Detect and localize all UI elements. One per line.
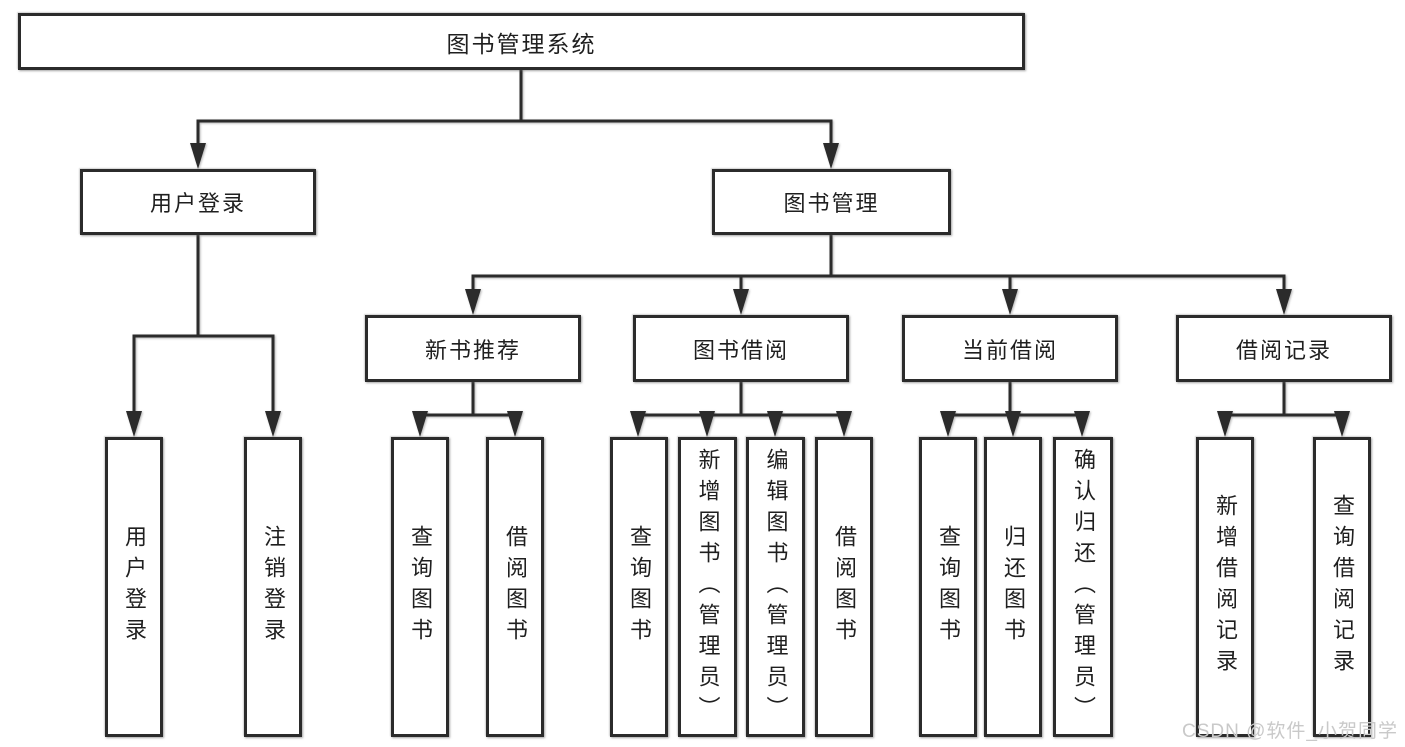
leaf-current-confirm-return-admin: 确认归还（管理员） — [1053, 437, 1113, 737]
node-current-borrowing: 当前借阅 — [902, 315, 1118, 382]
leaf-rec-query-books: 查询图书 — [391, 437, 449, 737]
node-label: 图书管理系统 — [446, 30, 597, 57]
leaf-current-query-books: 查询图书 — [919, 437, 977, 737]
arrowhead — [465, 289, 481, 315]
leaf-logout: 注销登录 — [244, 437, 302, 737]
node-label: 新书推荐 — [424, 337, 521, 363]
arrowhead — [940, 411, 956, 437]
arrowhead — [733, 289, 749, 315]
connector-new-book-to-leaves — [418, 382, 517, 418]
watermark-text: CSDN @软件_小贺同学 — [1182, 721, 1398, 742]
leaf-current-return-books: 归还图书 — [984, 437, 1042, 737]
arrowhead — [1217, 411, 1233, 437]
leaf-borrow-borrow-books: 借阅图书 — [815, 437, 873, 737]
arrowhead — [699, 411, 715, 437]
leaf-label: 注销登录 — [261, 525, 286, 649]
leaf-label: 借阅图书 — [832, 525, 857, 649]
arrowhead — [836, 411, 852, 437]
arrowhead — [1276, 289, 1292, 315]
node-user-login: 用户登录 — [80, 169, 316, 235]
arrowhead — [823, 143, 839, 169]
arrowhead — [1005, 411, 1021, 437]
node-label: 图书借阅 — [692, 337, 789, 363]
node-label: 当前借阅 — [961, 337, 1058, 363]
arrowhead — [630, 411, 646, 437]
leaf-borrow-add-books-admin: 新增图书（管理员） — [678, 437, 737, 737]
connector-user-login-to-leaves — [132, 235, 275, 414]
leaf-user-login: 用户登录 — [105, 437, 163, 737]
node-new-book-recommendation: 新书推荐 — [365, 315, 581, 382]
leaf-label: 确认归还（管理员） — [1071, 447, 1096, 727]
node-book-management: 图书管理 — [712, 169, 951, 235]
node-library-management-system: 图书管理系统 — [18, 13, 1025, 70]
leaf-borrow-edit-books-admin: 编辑图书（管理员） — [746, 437, 805, 737]
node-book-borrowing: 图书借阅 — [633, 315, 849, 382]
leaf-label: 归还图书 — [1001, 525, 1026, 649]
leaf-label: 新增图书（管理员） — [695, 447, 721, 727]
leaf-label: 用户登录 — [122, 525, 147, 649]
arrowhead — [767, 411, 783, 437]
node-borrowing-records: 借阅记录 — [1176, 315, 1392, 382]
arrowheads — [126, 143, 1350, 437]
arrowhead — [126, 411, 142, 437]
leaf-label: 借阅图书 — [503, 525, 528, 649]
arrowhead — [190, 143, 206, 169]
leaf-label: 查询图书 — [627, 525, 652, 649]
node-label: 借阅记录 — [1235, 337, 1332, 363]
arrowhead — [507, 411, 523, 437]
arrowhead — [1002, 289, 1018, 315]
leaf-label: 查询图书 — [408, 525, 433, 649]
arrowhead — [1074, 411, 1090, 437]
leaf-borrow-query-books: 查询图书 — [610, 437, 668, 737]
connector-book-management-to-modules — [471, 235, 1286, 292]
node-label: 用户登录 — [149, 191, 246, 216]
arrowhead — [412, 411, 428, 437]
connector-root-to-level2 — [196, 69, 833, 146]
leaf-label: 查询图书 — [936, 525, 961, 649]
connector-borrow-records-to-leaves — [1223, 382, 1344, 418]
leaf-label: 查询借阅记录 — [1330, 494, 1355, 680]
arrowhead — [1334, 411, 1350, 437]
connector-book-borrow-to-leaves — [636, 382, 846, 418]
arrowhead — [265, 411, 281, 437]
leaf-rec-borrow-books: 借阅图书 — [486, 437, 544, 737]
leaf-records-query-record: 查询借阅记录 — [1313, 437, 1371, 737]
leaf-records-add-record: 新增借阅记录 — [1196, 437, 1254, 737]
leaf-label: 编辑图书（管理员） — [763, 447, 789, 727]
node-label: 图书管理 — [783, 191, 880, 216]
leaf-label: 新增借阅记录 — [1213, 494, 1238, 680]
